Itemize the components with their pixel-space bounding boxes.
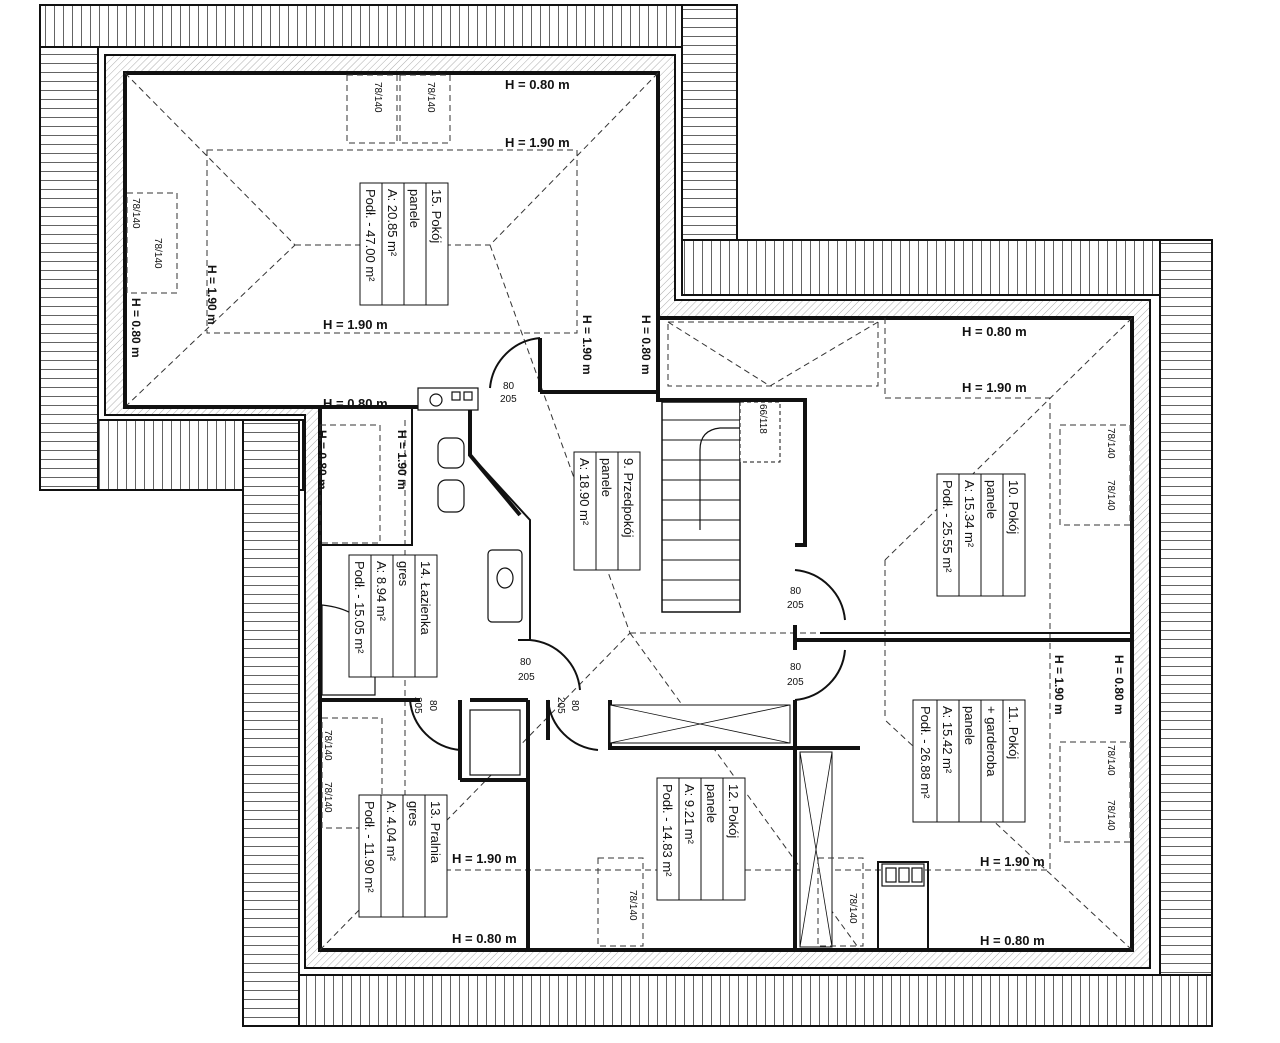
height-label: H = 1.90 m [395, 430, 409, 490]
svg-text:80: 80 [569, 700, 580, 712]
room-15-label: 15. Pokój panele A: 20.85 m² Podł. - 47.… [359, 182, 449, 306]
window-size-label: 78/140 [372, 82, 383, 113]
interior-walls [125, 318, 1132, 951]
roof-windows [126, 74, 1131, 947]
window-size-label: 66/118 [757, 404, 768, 434]
room-area: A: 9.21 m² [682, 784, 697, 845]
room-floor: panele [984, 480, 999, 519]
svg-text:80: 80 [790, 662, 802, 673]
room-name: 12. Pokój [726, 784, 741, 838]
room-9-label: 9. Przedpokój panele A: 18.90 m² [573, 451, 641, 571]
height-label: H = 1.90 m [323, 317, 388, 332]
height-label: H = 1.90 m [205, 265, 219, 325]
svg-text:205: 205 [787, 600, 804, 611]
room-name: 9. Przedpokój [621, 458, 636, 538]
room-subname: + garderoba [984, 706, 999, 777]
room-10-label: 10. Pokój panele A: 15.34 m² Podł. - 25.… [936, 473, 1026, 597]
room-name: 14. Łazienka [418, 561, 433, 635]
height-label: H = 1.90 m [980, 854, 1045, 869]
svg-text:205: 205 [518, 672, 535, 683]
window-size-label: 78/140 [847, 893, 858, 924]
height-label: H = 1.90 m [452, 851, 517, 866]
room-floor: panele [962, 706, 977, 745]
room-floor: panele [407, 189, 422, 228]
room-gross-area: Podł. - 26.88 m² [918, 706, 933, 799]
door-label: 80 205 [412, 697, 438, 714]
room-14-label: 14. Łazienka gres A: 8.94 m² Podł. - 15.… [348, 554, 438, 678]
room-gross-area: Podł. - 14.83 m² [660, 784, 675, 877]
room-13-label: 13. Pralnia gres A: 4.04 m² Podł. - 11.9… [358, 794, 448, 918]
room-gross-area: Podł. - 47.00 m² [363, 189, 378, 282]
svg-text:80: 80 [790, 586, 802, 597]
window-size-label: 78/140 [130, 198, 141, 229]
window-size-label: 78/140 [1105, 800, 1116, 831]
room-floor: panele [599, 458, 614, 497]
chimney [881, 863, 925, 887]
window-labels: 78/140 78/140 78/140 78/140 66/118 78/14… [130, 82, 1116, 924]
svg-text:205: 205 [555, 697, 566, 714]
window-size-label: 78/140 [152, 238, 163, 269]
room-gross-area: Podł. - 11.90 m² [362, 801, 377, 893]
height-label: H = 0.80 m [1112, 655, 1126, 715]
room-name: 15. Pokój [429, 189, 444, 243]
window-size-label: 78/140 [627, 890, 638, 921]
height-label: H = 0.80 m [980, 933, 1045, 948]
window-size-label: 78/140 [1105, 745, 1116, 776]
window-size-label: 78/140 [322, 730, 333, 761]
window-size-label: 78/140 [1105, 480, 1116, 511]
room-area: A: 15.34 m² [962, 480, 977, 548]
window-size-label: 78/140 [425, 82, 436, 113]
room-floor: panele [704, 784, 719, 823]
doors [409, 337, 846, 751]
height-label: H = 0.80 m [452, 931, 517, 946]
height-label: H = 1.90 m [1052, 655, 1066, 715]
height-label: H = 0.80 m [962, 324, 1027, 339]
room-area: A: 4.04 m² [384, 801, 399, 862]
room-area: A: 18.90 m² [577, 458, 592, 526]
staircase [661, 401, 781, 613]
height-label: H = 0.80 m [129, 298, 143, 358]
height-label: H = 1.90 m [505, 135, 570, 150]
height-label: H = 0.80 m [315, 430, 329, 490]
room-12-label: 12. Pokój panele A: 9.21 m² Podł. - 14.8… [656, 777, 746, 901]
height-label: H = 1.90 m [580, 315, 594, 375]
room-area: A: 15.42 m² [940, 706, 955, 774]
room-name: 10. Pokój [1006, 480, 1021, 534]
height-label: H = 1.90 m [962, 380, 1027, 395]
window-size-label: 78/140 [322, 782, 333, 813]
room-floor: gres [406, 801, 421, 827]
room-area: A: 8.94 m² [374, 561, 389, 622]
window-size-label: 78/140 [1105, 428, 1116, 459]
roof-eaves [39, 4, 1213, 1027]
svg-text:205: 205 [412, 697, 423, 714]
height-label: H = 0.80 m [505, 77, 570, 92]
height-labels: H = 0.80 m H = 1.90 m H = 1.90 m H = 0.8… [129, 77, 1126, 948]
room-gross-area: Podł. - 25.55 m² [940, 480, 955, 573]
svg-text:80: 80 [503, 381, 515, 392]
svg-text:205: 205 [787, 677, 804, 688]
room-name: 11. Pokój [1006, 706, 1021, 759]
height-label: H = 0.80 m [323, 396, 388, 411]
svg-text:80: 80 [520, 657, 532, 668]
room-area: A: 20.85 m² [385, 189, 400, 257]
room-name: 13. Pralnia [428, 801, 443, 864]
room-floor: gres [396, 561, 411, 587]
svg-text:205: 205 [500, 394, 517, 405]
height-label: H = 0.80 m [639, 315, 653, 375]
attic-skylight [609, 321, 879, 948]
room-11-label: 11. Pokój + garderoba panele A: 15.42 m²… [912, 699, 1026, 823]
svg-text:80: 80 [427, 700, 438, 712]
room-gross-area: Podł. - 15.05 m² [352, 561, 367, 654]
